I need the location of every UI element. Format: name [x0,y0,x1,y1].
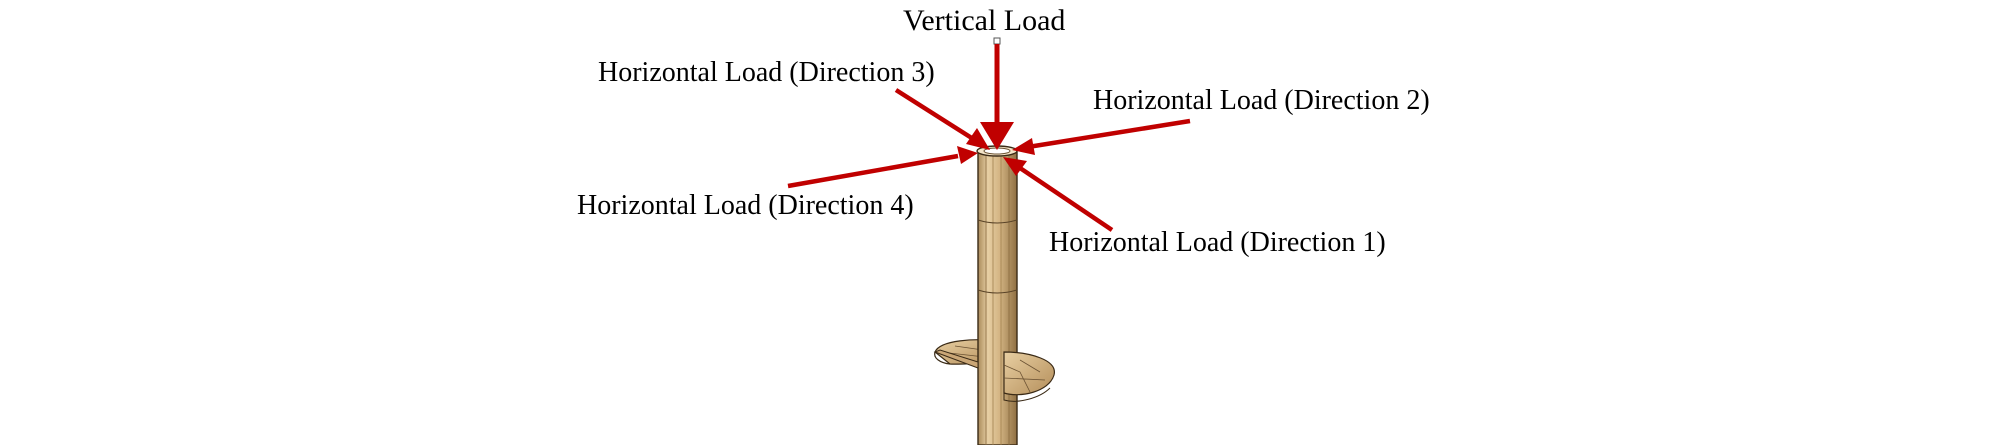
vertical-load-label: Vertical Load [903,4,1066,37]
horizontal-load-arrow-direction-2 [1012,118,1191,155]
horizontal-load-arrow-direction-1 [1003,157,1114,232]
horizontal-load-direction-4-label: Horizontal Load (Direction 4) [577,190,914,221]
horizontal-load-direction-2-label: Horizontal Load (Direction 2) [1093,85,1430,116]
horizontal-load-arrow-direction-4 [787,146,978,189]
vertical-load-arrow [980,37,1014,150]
helix-plate-front [933,349,1055,402]
pile-shaft [977,149,1018,445]
horizontal-load-arrow-direction-3 [894,88,990,150]
horizontal-load-direction-1-label: Horizontal Load (Direction 1) [1049,227,1386,258]
horizontal-load-direction-3-label: Horizontal Load (Direction 3) [598,57,935,88]
